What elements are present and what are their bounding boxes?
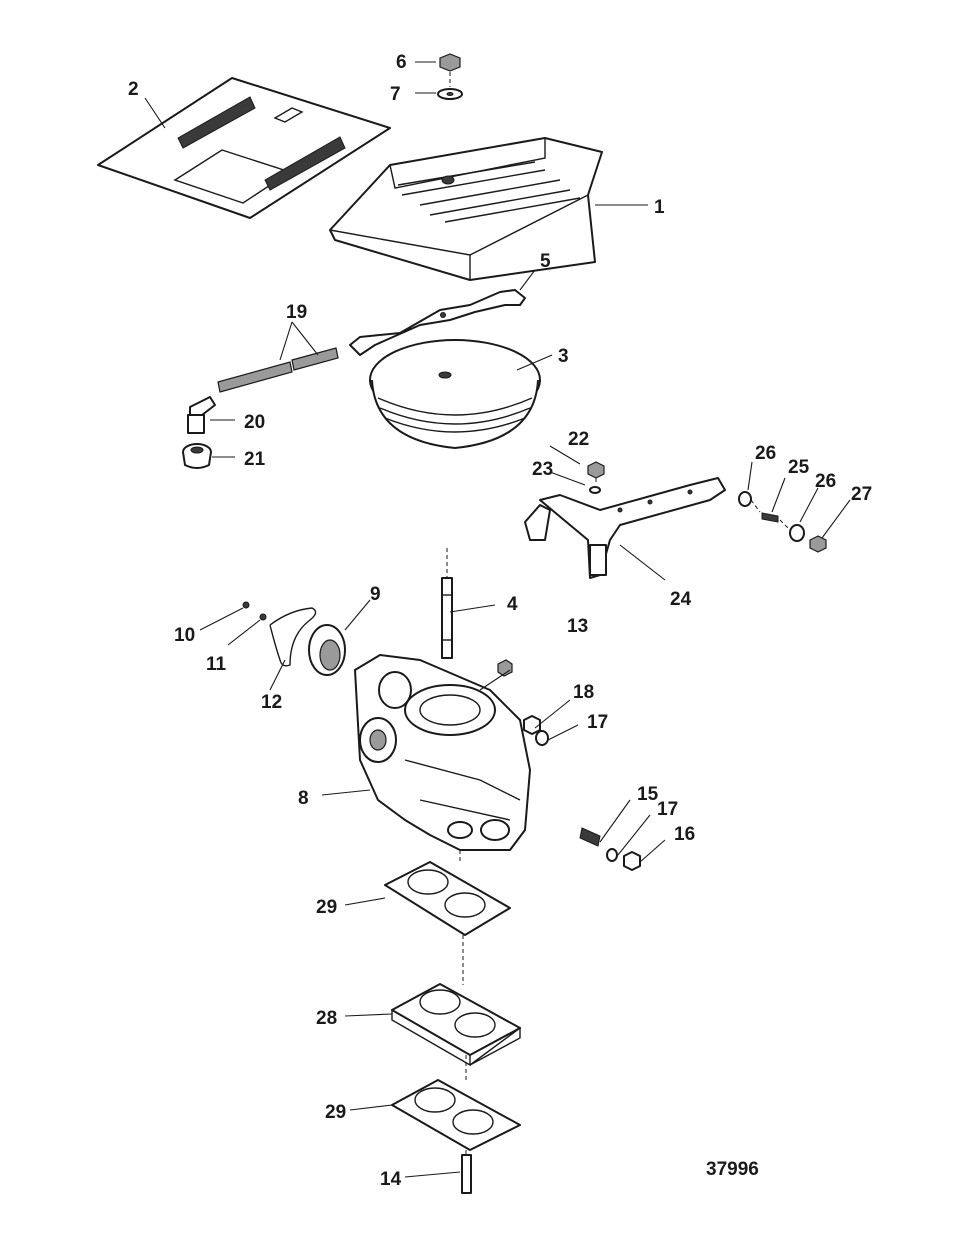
carburetor-part bbox=[354, 654, 531, 851]
callout-25: 25 bbox=[788, 457, 810, 478]
callout-21: 21 bbox=[244, 449, 266, 470]
callout-labels: 1 2 3 4 5 6 7 8 9 10 11 12 13 14 15 16 1… bbox=[128, 52, 872, 1190]
lower-stud-part bbox=[461, 1154, 472, 1194]
callout-28: 28 bbox=[316, 1008, 337, 1029]
upper-gasket-part bbox=[384, 861, 511, 936]
callout-26-left: 26 bbox=[755, 443, 776, 464]
callout-18: 18 bbox=[573, 682, 594, 703]
callout-24: 24 bbox=[670, 589, 692, 610]
nut-and-washer-parts bbox=[437, 53, 463, 100]
callout-7: 7 bbox=[390, 84, 401, 105]
spacer-part bbox=[391, 983, 521, 1067]
callout-5: 5 bbox=[540, 251, 551, 272]
callout-29-lower: 29 bbox=[325, 1102, 346, 1123]
callout-27: 27 bbox=[851, 484, 872, 505]
elbow-fitting-part bbox=[187, 396, 216, 434]
hose-parts bbox=[217, 347, 339, 393]
callout-19: 19 bbox=[286, 302, 307, 323]
callout-12: 12 bbox=[261, 692, 282, 713]
bracket-part bbox=[349, 289, 526, 356]
decal-sheet-part bbox=[97, 77, 391, 219]
callout-8: 8 bbox=[298, 788, 309, 809]
lower-gasket-part bbox=[391, 1079, 521, 1151]
callout-16: 16 bbox=[674, 824, 695, 845]
callout-6: 6 bbox=[396, 52, 407, 73]
callout-1: 1 bbox=[654, 197, 665, 218]
callout-17-lower: 17 bbox=[657, 799, 678, 820]
stud-part bbox=[441, 548, 453, 659]
bracket-fastener-parts bbox=[587, 461, 605, 494]
callout-17-upper: 17 bbox=[587, 712, 608, 733]
leader-lines bbox=[144, 61, 851, 1178]
callout-20: 20 bbox=[244, 412, 265, 433]
flame-arrestor-part bbox=[369, 339, 541, 449]
callout-29-upper: 29 bbox=[316, 897, 337, 918]
callout-22: 22 bbox=[568, 429, 589, 450]
callout-13: 13 bbox=[567, 616, 588, 637]
choke-parts bbox=[242, 601, 346, 676]
callout-4: 4 bbox=[507, 594, 518, 615]
callout-2: 2 bbox=[128, 79, 139, 100]
callout-26-right: 26 bbox=[815, 471, 836, 492]
callout-10: 10 bbox=[174, 625, 195, 646]
throttle-bracket-part bbox=[524, 477, 726, 579]
carburetor-small-parts bbox=[497, 659, 641, 871]
callout-9: 9 bbox=[370, 584, 381, 605]
callout-14: 14 bbox=[380, 1169, 402, 1190]
flame-arrestor-cover-part bbox=[329, 137, 603, 281]
callout-15: 15 bbox=[637, 784, 659, 805]
grommet-part bbox=[182, 443, 212, 469]
figure-id: 37996 bbox=[706, 1159, 759, 1180]
callout-11: 11 bbox=[206, 654, 227, 675]
alignment-lines bbox=[449, 72, 791, 1155]
callout-23: 23 bbox=[532, 459, 553, 480]
callout-3: 3 bbox=[558, 346, 569, 367]
linkage-fastener-parts bbox=[738, 491, 827, 553]
